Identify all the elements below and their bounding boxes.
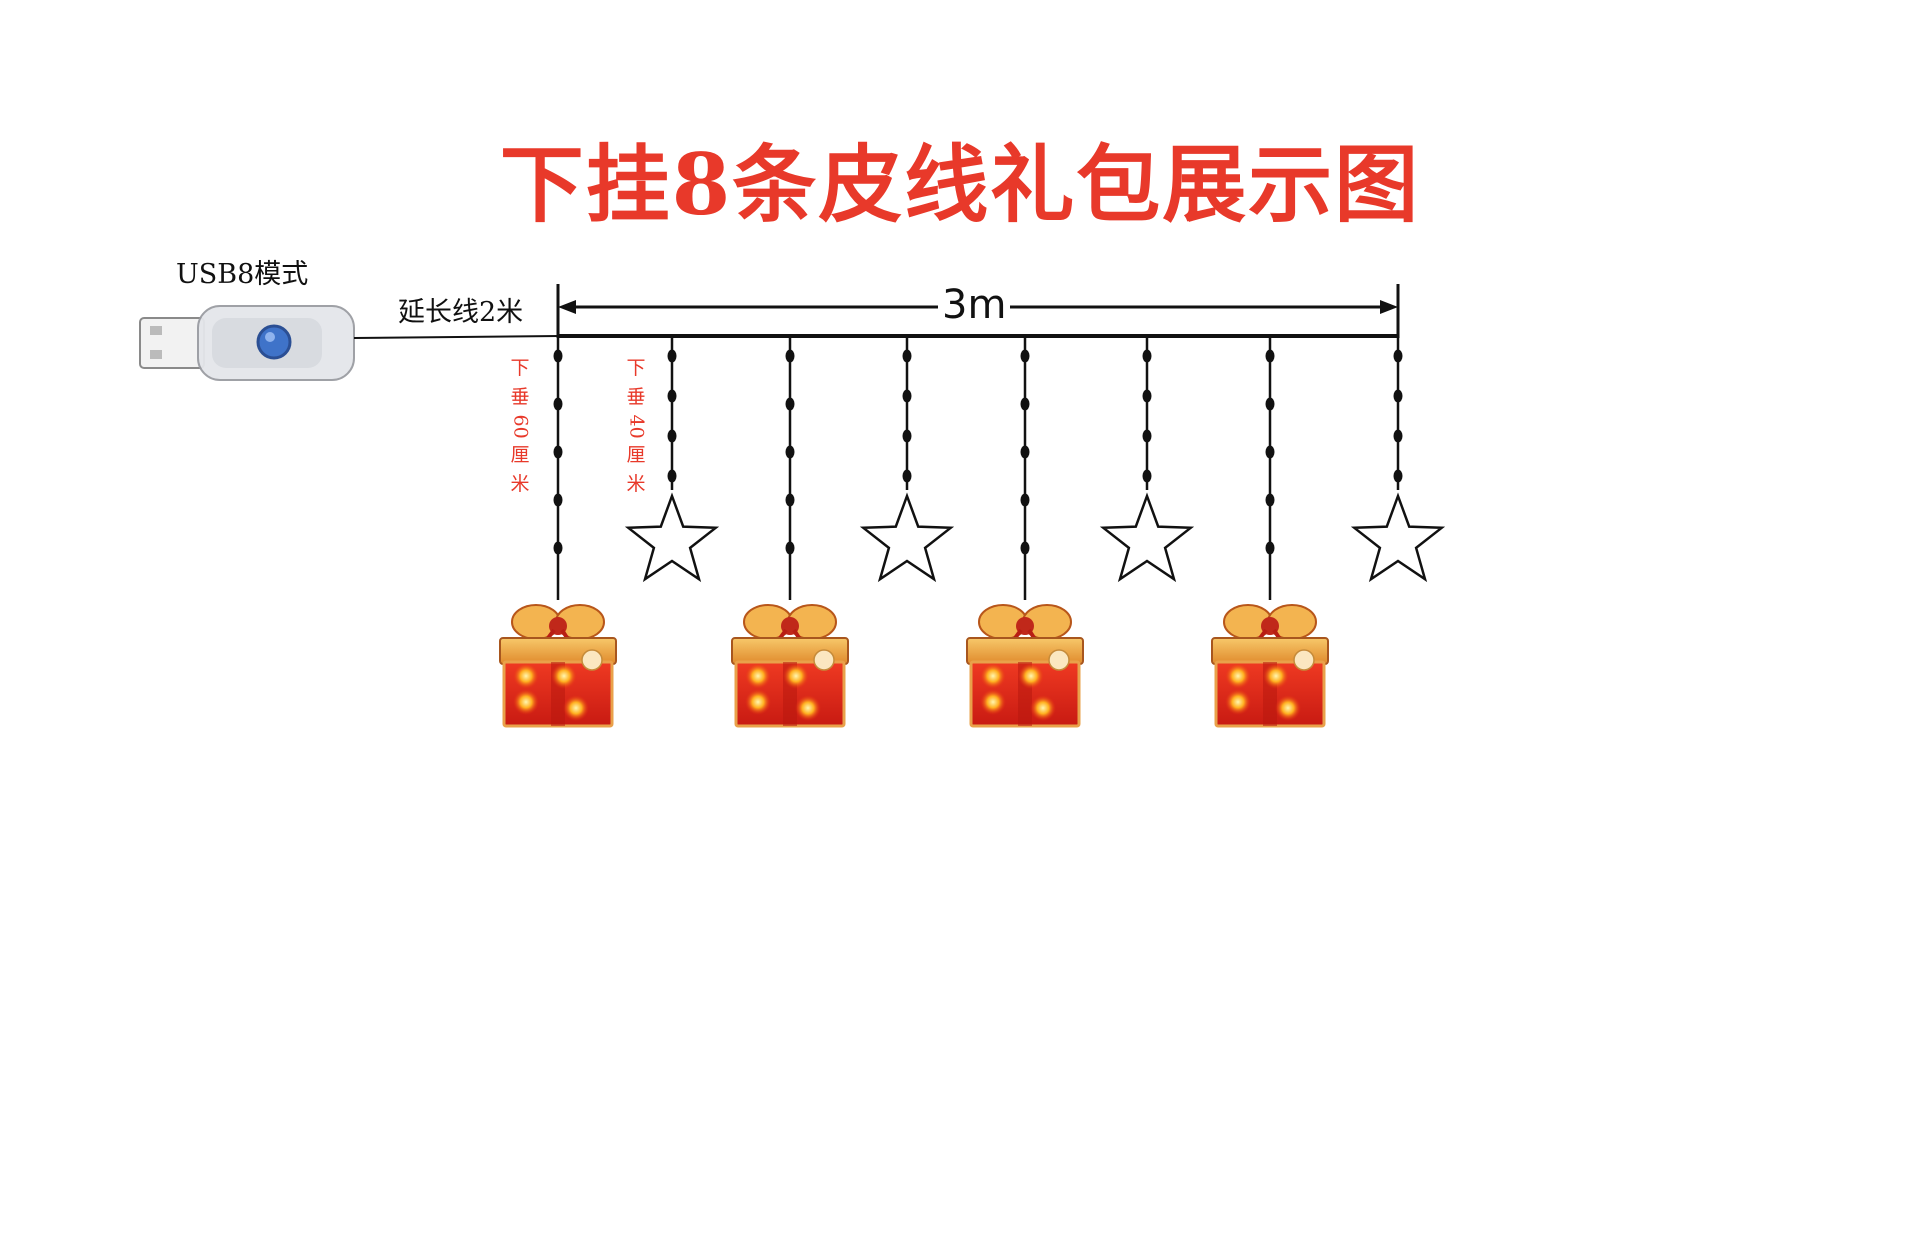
extension-cable (353, 335, 561, 339)
star-strand (1350, 336, 1446, 583)
led-bead (553, 445, 563, 459)
led-bead (1142, 469, 1152, 483)
glowing-led (1263, 663, 1289, 689)
drop-long-char: 垂 (510, 386, 530, 408)
led-bead (902, 429, 912, 443)
usb-mode-label: USB8模式 (176, 259, 309, 290)
led-bead (785, 397, 795, 411)
drop-long-char: 厘 (510, 444, 530, 466)
glowing-led (745, 663, 771, 689)
led-bead (902, 469, 912, 483)
star-icon (1350, 492, 1446, 583)
extension-cable-label: 延长线2米 (398, 297, 524, 328)
glowing-led (1030, 695, 1056, 721)
gift-box-strand (1211, 336, 1329, 728)
led-bead (553, 493, 563, 507)
led-bead (553, 397, 563, 411)
glowing-led (513, 663, 539, 689)
led-bead (1142, 349, 1152, 363)
drop-long-char: 下 (510, 357, 530, 379)
led-bead (785, 493, 795, 507)
led-bead (1265, 349, 1275, 363)
star-strand (624, 336, 720, 583)
led-bead (1393, 429, 1403, 443)
led-bead (902, 389, 912, 403)
glowing-led (980, 689, 1006, 715)
led-bead (1393, 389, 1403, 403)
gift-box-strand (966, 336, 1084, 728)
led-bead (785, 349, 795, 363)
led-bead (1265, 445, 1275, 459)
hanging-strands (499, 336, 1446, 728)
led-bead (785, 541, 795, 555)
star-icon (1099, 492, 1195, 583)
drop-length-long-label: 下 垂 60 厘 米 (508, 354, 532, 499)
glowing-led (1225, 689, 1251, 715)
led-bead (902, 349, 912, 363)
star-icon (624, 492, 720, 583)
led-bead (785, 445, 795, 459)
glowing-led (1275, 695, 1301, 721)
led-bead (667, 429, 677, 443)
led-bead (553, 541, 563, 555)
led-bead (553, 349, 563, 363)
led-bead (1265, 493, 1275, 507)
drop-short-char: 米 (626, 473, 646, 495)
glowing-led (513, 689, 539, 715)
led-bead (667, 469, 677, 483)
gift-box-icon (731, 604, 849, 728)
gift-box-icon (1211, 604, 1329, 728)
led-bead (667, 389, 677, 403)
led-bead (1020, 349, 1030, 363)
led-bead (1020, 445, 1030, 459)
drop-short-char: 厘 (626, 444, 646, 466)
star-strand (1099, 336, 1195, 583)
glowing-led (1018, 663, 1044, 689)
led-bead (667, 349, 677, 363)
led-bead (1265, 397, 1275, 411)
star-icon (859, 492, 955, 583)
drop-long-char: 米 (510, 473, 530, 495)
led-bead (1020, 397, 1030, 411)
glowing-led (745, 689, 771, 715)
led-bead (1393, 349, 1403, 363)
gift-box-strand (499, 336, 617, 728)
drop-short-char: 下 (626, 357, 646, 379)
led-bead (1265, 541, 1275, 555)
drop-length-short-label: 下 垂 40 厘 米 (624, 354, 648, 499)
led-bead (1020, 493, 1030, 507)
gift-box-icon (966, 604, 1084, 728)
glowing-led (551, 663, 577, 689)
star-strand (859, 336, 955, 583)
gift-box-strand (731, 336, 849, 728)
led-bead (1142, 429, 1152, 443)
width-dimension-label: 3m (938, 282, 1011, 328)
gift-box-icon (499, 604, 617, 728)
glowing-led (783, 663, 809, 689)
drop-short-char: 垂 (626, 386, 646, 408)
glowing-led (1225, 663, 1251, 689)
glowing-led (795, 695, 821, 721)
led-bead (1393, 469, 1403, 483)
led-bead (1020, 541, 1030, 555)
page-title: 下挂8条皮线礼包展示图 (499, 135, 1421, 234)
drop-short-char: 40 (625, 414, 648, 439)
drop-long-char: 60 (509, 414, 532, 439)
led-bead (1142, 389, 1152, 403)
glowing-led (563, 695, 589, 721)
glowing-led (980, 663, 1006, 689)
usb-controller (139, 305, 355, 381)
